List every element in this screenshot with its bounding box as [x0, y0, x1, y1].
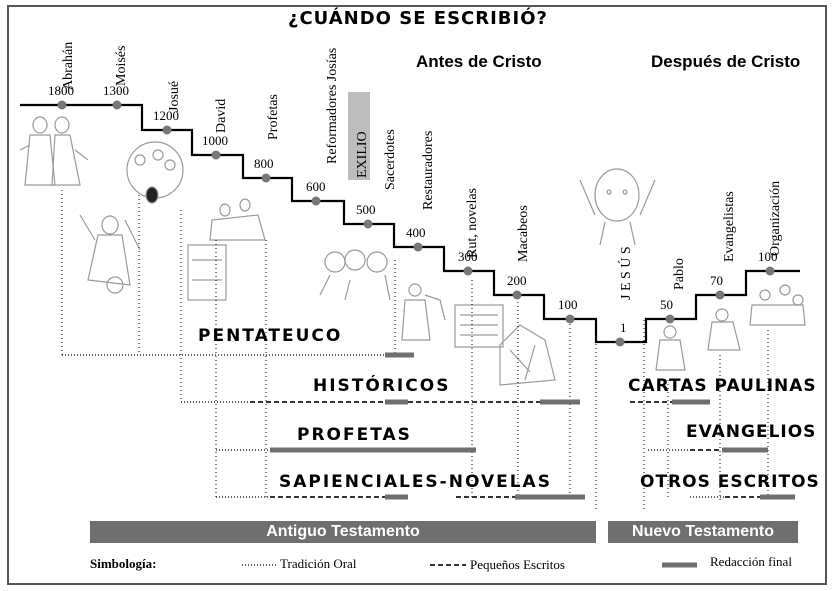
- legend-oral-label: Tradición Oral: [280, 556, 357, 571]
- legend-small-label: Pequeños Escritos: [470, 557, 565, 572]
- event-label: Profetas: [266, 94, 281, 140]
- illustration-exile: [319, 249, 391, 301]
- category-profetas: PROFETAS: [297, 425, 412, 445]
- event-label: Rut, novelas: [465, 188, 480, 258]
- illustration-church: [749, 284, 806, 326]
- category-otros-escritos: OTROS ESCRITOS: [640, 472, 820, 492]
- category-cartas-paulinas: CARTAS PAULINAS: [628, 376, 817, 396]
- timeline-point: [765, 266, 775, 276]
- exilio-box: [348, 92, 370, 180]
- timeline-staircase: [20, 103, 800, 344]
- event-label: Josué: [167, 81, 182, 112]
- category-sapienciales: SAPIENCIALES-NOVELAS: [279, 472, 552, 492]
- illustration-david: [209, 198, 266, 241]
- event-label: J E S Ú S: [617, 246, 634, 300]
- old-testament-bar: Antiguo Testamento: [90, 521, 596, 543]
- legend-final-label: Redacción final: [710, 554, 792, 569]
- year-label: 1800: [48, 83, 74, 98]
- illustration-crowd: [126, 141, 184, 204]
- timeline-point: [261, 173, 271, 183]
- year-label: 100: [558, 297, 578, 312]
- timeline-point: [413, 242, 423, 252]
- category-pentateuco: PENTATEUCO: [198, 326, 343, 346]
- illustration-evangelists: [707, 308, 741, 351]
- timeline-points: [57, 100, 775, 347]
- year-label: 800: [254, 156, 274, 171]
- timeline-point: [311, 196, 321, 206]
- era-before-christ: Antes de Cristo: [416, 52, 542, 71]
- timeline-point: [715, 290, 725, 300]
- timeline-point: [565, 314, 575, 324]
- guide-lines: [61, 190, 769, 510]
- event-label: EXILIO: [355, 131, 370, 178]
- timeline-point: [211, 150, 221, 160]
- legend-title: Simbología:: [90, 556, 157, 571]
- event-label: Moisés: [114, 46, 129, 86]
- timeline-point: [615, 337, 625, 347]
- timeline-point: [57, 100, 67, 110]
- illustration-temple: [187, 244, 227, 301]
- new-testament-bar: Nuevo Testamento: [608, 521, 798, 543]
- timeline-point: [512, 290, 522, 300]
- event-label: Abrahán: [61, 42, 76, 90]
- page-title: ¿CUÁNDO SE ESCRIBIÓ?: [288, 8, 548, 29]
- year-label: 1: [620, 320, 627, 335]
- event-label: Sacerdotes: [383, 129, 398, 190]
- event-label: Organización: [768, 181, 783, 256]
- illustration-moses: [79, 214, 141, 294]
- timeline-point: [112, 100, 122, 110]
- illustration-scroll: [454, 304, 504, 348]
- year-label: 500: [356, 202, 376, 217]
- timeline-point: [665, 314, 675, 324]
- category-historicos: HISTÓRICOS: [313, 376, 451, 396]
- event-label: Evangelistas: [722, 191, 737, 262]
- year-label: 70: [710, 273, 723, 288]
- event-label: Restauradores: [421, 131, 436, 210]
- event-label: David: [214, 99, 229, 133]
- era-after-christ: Después de Cristo: [651, 52, 801, 71]
- illustration-paul: [655, 325, 686, 371]
- year-labels: 1800 1300 1200 1000 800 600 500 400 300 200 100 1 50…: [48, 83, 778, 335]
- diagram-frame: [7, 5, 827, 585]
- event-label: Reformadores Josías: [325, 48, 340, 164]
- timeline-point: [463, 266, 473, 276]
- category-evangelios: EVANGELIOS: [686, 422, 817, 442]
- year-label: 1200: [153, 108, 179, 123]
- year-label: 200: [507, 273, 527, 288]
- event-label: Pablo: [672, 258, 687, 290]
- year-label: 100: [758, 249, 778, 264]
- year-label: 1000: [202, 133, 228, 148]
- timeline-point: [162, 125, 172, 135]
- illustration-maccabees: [499, 324, 556, 386]
- year-label: 600: [306, 179, 326, 194]
- year-label: 1300: [103, 83, 129, 98]
- illustration-patriarchs: [19, 116, 89, 186]
- event-label: Macabeos: [516, 205, 531, 262]
- year-label: 400: [406, 225, 426, 240]
- illustration-jesus: [579, 168, 656, 246]
- year-label: 50: [660, 297, 673, 312]
- year-label: 300: [458, 249, 478, 264]
- timeline-point: [363, 219, 373, 229]
- illustration-priests: [401, 283, 446, 341]
- illustrations: [19, 116, 806, 386]
